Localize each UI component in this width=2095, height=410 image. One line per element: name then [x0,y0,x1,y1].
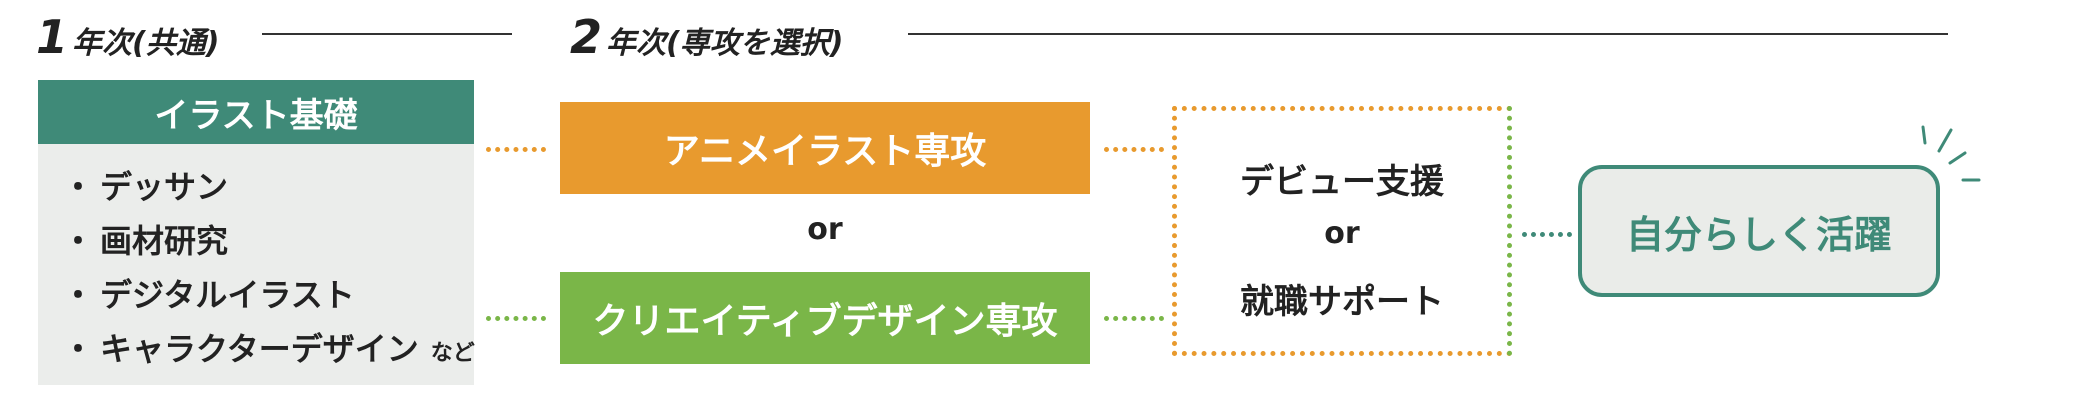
major-creative-box: クリエイティブデザイン専攻 [560,272,1090,364]
major-anime-box: アニメイラスト専攻 [560,102,1090,194]
connector-dots-green [486,316,546,321]
support-box: デビュー支援 or 就職サポート [1172,106,1512,356]
foundation-item: ・画材研究 [62,222,229,260]
year1-heading: 1 年次(共通) [36,10,219,64]
connector-dots-orange-2 [1104,147,1164,152]
year2-label: 年次(専攻を選択) [606,26,844,61]
year1-label: 年次(共通) [72,26,220,61]
year1-number: 1 [36,10,69,64]
year2-number: 2 [570,10,603,64]
goal-box: 自分らしく活躍 [1578,165,1940,297]
foundation-item: ・デッサン [62,168,229,206]
foundation-title: イラスト基礎 [38,80,474,144]
year1-divider [262,33,512,35]
support-debut: デビュー支援 [1240,162,1444,202]
foundation-item: ・デジタルイラスト [62,276,355,314]
connector-dots-teal [1522,232,1572,237]
foundation-item-list: ・デッサン ・画材研究 ・デジタルイラスト ・キャラクターデザインなど [62,160,475,381]
foundation-panel: イラスト基礎 ・デッサン ・画材研究 ・デジタルイラスト ・キャラクターデザイン… [38,80,475,385]
support-or-label: or [1324,216,1360,251]
foundation-item: ・キャラクターデザインなど [62,330,475,368]
items-suffix: など [430,341,475,366]
support-career: 就職サポート [1240,282,1444,322]
majors-or-label: or [807,212,843,247]
year2-heading: 2 年次(専攻を選択) [570,10,843,64]
connector-dots-orange [486,147,546,152]
year2-divider [908,33,1948,35]
connector-dots-green-2 [1104,316,1164,321]
sparkle-icon [1921,125,1981,182]
